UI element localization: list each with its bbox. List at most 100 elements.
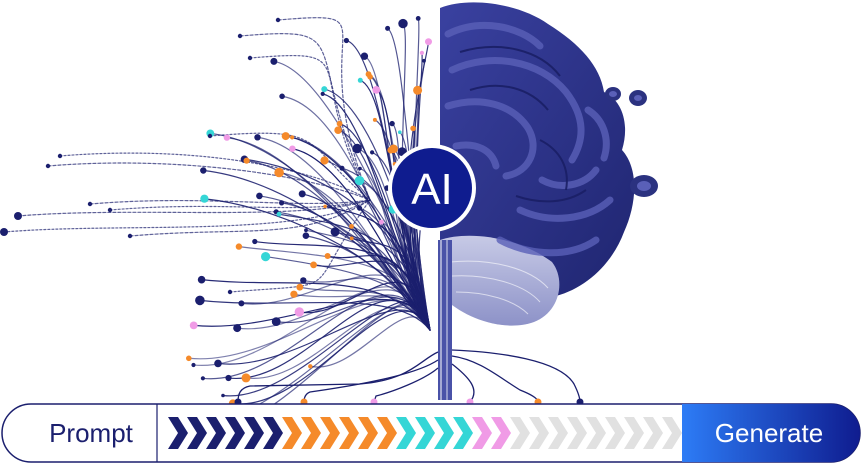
- brain-stem: [438, 240, 452, 400]
- tree-node-dot: [336, 120, 343, 127]
- tree-node-dot: [254, 134, 261, 141]
- roots: [237, 349, 581, 403]
- chevron-arrow-icon: [187, 417, 207, 449]
- neural-tree-branches: [3, 17, 431, 434]
- chevron-arrow-icon: [548, 417, 568, 449]
- tree-tendril: [239, 33, 371, 201]
- tree-node-dot: [186, 355, 192, 362]
- generate-label[interactable]: Generate: [715, 418, 823, 448]
- tree-node-dot: [425, 38, 432, 46]
- tree-node-dot: [247, 55, 253, 61]
- tree-node-dot: [294, 307, 304, 317]
- tree-node-dot: [270, 57, 278, 65]
- chevron-arrow-icon: [282, 417, 302, 449]
- tree-node-dot: [14, 212, 22, 220]
- chevron-arrow-icon: [453, 417, 473, 449]
- chevron-arrow-icon: [301, 417, 321, 449]
- tree-node-dot: [275, 17, 281, 23]
- tree-node-dot: [398, 18, 408, 29]
- tree-node-dot: [207, 133, 213, 139]
- chevron-arrow-icon: [510, 417, 530, 449]
- tree-node-dot: [300, 277, 307, 284]
- tree-node-dot: [343, 37, 349, 44]
- tree-node-dot: [298, 190, 306, 198]
- chevron-arrow-icon: [225, 417, 245, 449]
- generate-button[interactable]: Generate: [682, 404, 860, 462]
- tree-branch: [226, 137, 431, 331]
- tree-node-dot: [320, 156, 329, 165]
- tree-node-dot: [274, 167, 284, 178]
- chevron-arrow-icon: [529, 417, 549, 449]
- tree-node-dot: [189, 321, 198, 330]
- tree-tendril: [229, 199, 371, 293]
- tree-branch: [227, 300, 431, 379]
- tree-node-dot: [223, 134, 231, 141]
- tree-node-dot: [87, 201, 93, 207]
- chevron-arrow-icon: [377, 417, 397, 449]
- tree-node-dot: [235, 243, 243, 250]
- tree-node-dot: [324, 253, 331, 259]
- chevron-arrow-icon: [586, 417, 606, 449]
- tree-node-dot: [302, 232, 310, 239]
- prompt-label[interactable]: Prompt: [49, 418, 134, 448]
- tree-node-dot: [225, 374, 232, 382]
- tree-node-dot: [195, 295, 205, 306]
- tree-node-dot: [378, 219, 384, 225]
- tree-node-dot: [290, 290, 298, 298]
- tree-node-dot: [256, 192, 263, 200]
- tree-node-dot: [354, 175, 365, 186]
- tree-node-dot: [349, 224, 354, 229]
- tree-node-dot: [321, 86, 328, 93]
- progress-chevrons: [168, 417, 682, 449]
- chevron-arrow-icon: [358, 417, 378, 449]
- tree-node-dot: [243, 157, 250, 164]
- tree-node-dot: [289, 145, 296, 152]
- tree-node-dot: [398, 130, 402, 134]
- tree-tendril: [17, 199, 371, 217]
- tree-node-dot: [261, 252, 271, 262]
- tree-branch: [301, 193, 431, 331]
- tree-node-dot: [191, 362, 196, 368]
- tree-branch: [217, 309, 431, 365]
- chevron-arrow-icon: [320, 417, 340, 449]
- tree-tendril: [277, 17, 371, 201]
- tree-node-dot: [415, 16, 421, 21]
- tree-branch: [302, 277, 431, 331]
- tree-branch: [192, 286, 431, 366]
- tree-node-dot: [304, 228, 308, 233]
- tree-node-dot: [290, 135, 295, 140]
- tree-node-dot: [330, 227, 340, 237]
- tree-node-dot: [397, 147, 407, 157]
- chevron-arrow-icon: [605, 417, 625, 449]
- chevron-arrow-icon: [472, 417, 492, 449]
- tree-node-dot: [410, 125, 416, 132]
- ai-badge: AI: [388, 144, 476, 232]
- tree-node-dot: [372, 117, 377, 122]
- tree-node-dot: [422, 58, 426, 63]
- tree-node-dot: [334, 126, 342, 134]
- chevron-arrow-icon: [206, 417, 226, 449]
- tree-node-dot: [419, 50, 424, 56]
- tree-node-dot: [358, 166, 362, 171]
- tree-tendril: [89, 199, 371, 205]
- chevron-arrow-icon: [662, 417, 682, 449]
- ai-badge-label: AI: [411, 165, 453, 214]
- tree-node-dot: [357, 205, 363, 211]
- chevron-arrow-icon: [643, 417, 663, 449]
- prompt-bar: Prompt Generate: [1, 403, 861, 463]
- tree-tendril: [249, 54, 371, 201]
- chevron-arrow-icon: [491, 417, 511, 449]
- tree-node-dot: [197, 275, 206, 284]
- tree-node-dot: [57, 153, 63, 159]
- chevron-arrow-icon: [244, 417, 264, 449]
- tree-node-dot: [227, 289, 233, 295]
- tree-node-dot: [238, 300, 245, 307]
- tree-node-dot: [279, 200, 285, 206]
- tree-tendril: [209, 132, 371, 201]
- chevron-arrow-icon: [396, 417, 416, 449]
- tree-node-dot: [237, 33, 243, 39]
- chevron-arrow-icon: [624, 417, 644, 449]
- tree-node-dot: [271, 317, 281, 326]
- tree-node-dot: [323, 204, 327, 209]
- chevron-arrow-icon: [263, 417, 283, 449]
